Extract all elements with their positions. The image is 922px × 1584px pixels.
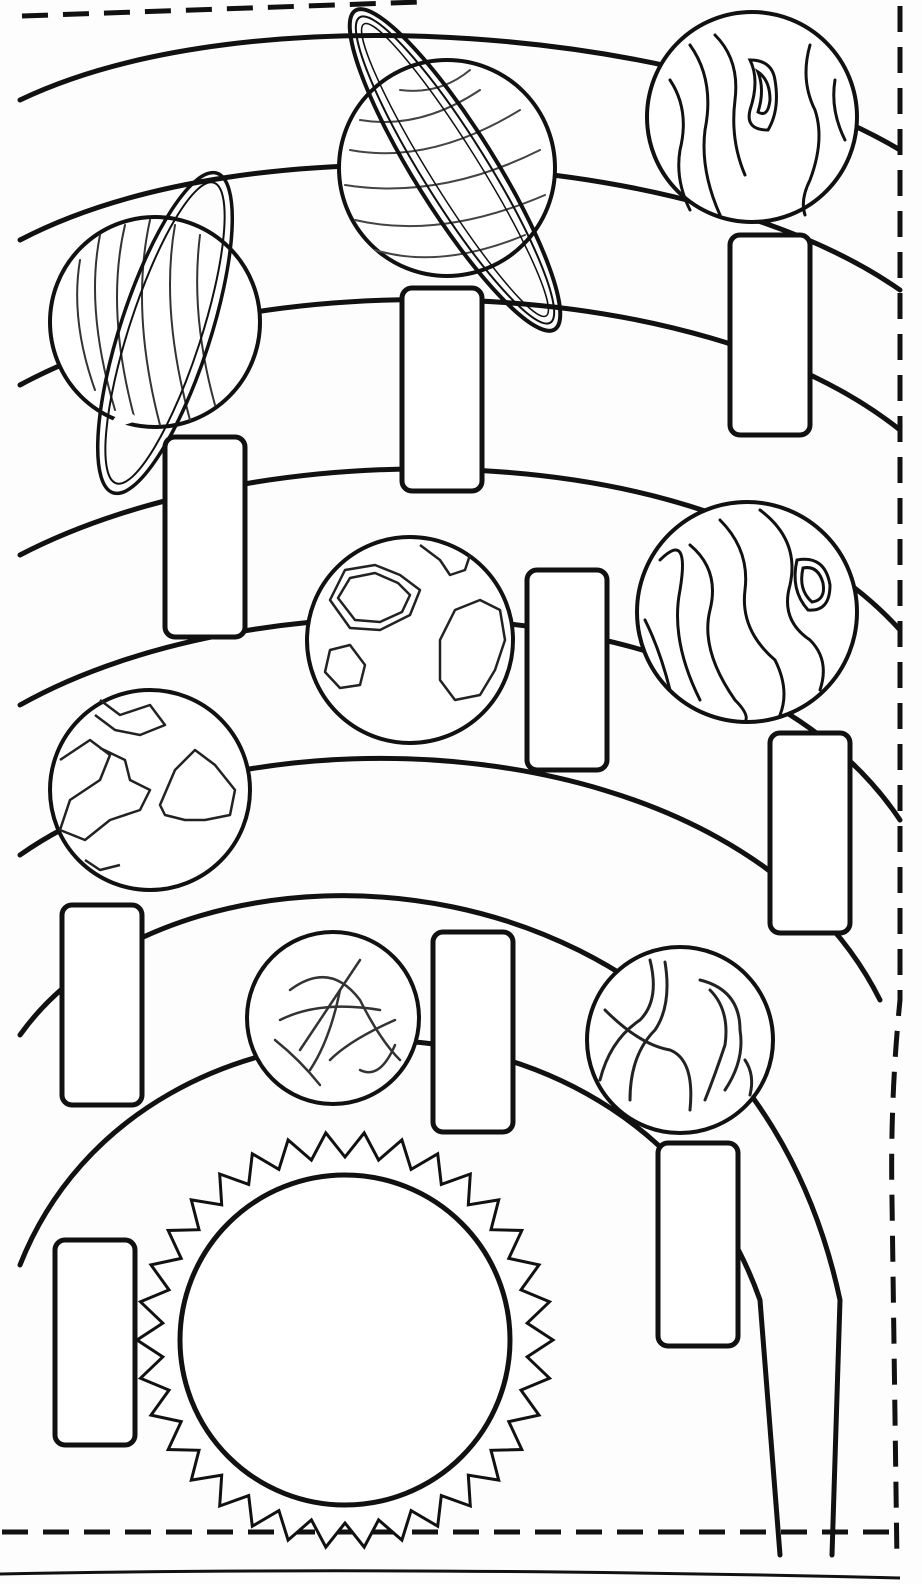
cut-line-right	[892, 6, 900, 1562]
mercury-icon	[247, 932, 419, 1104]
jupiter-label-box[interactable]	[527, 570, 607, 770]
venus-icon	[587, 947, 773, 1133]
saturn-label-box[interactable]	[165, 437, 245, 637]
venus-label-box[interactable]	[433, 932, 513, 1132]
uranus-label-box[interactable]	[402, 288, 482, 491]
jupiter-icon	[637, 502, 857, 722]
mars-icon	[307, 537, 513, 743]
sun-icon	[137, 1133, 553, 1547]
mercury-label-box[interactable]	[62, 905, 142, 1105]
sun-label-box[interactable]	[55, 1240, 135, 1445]
neptune-label-box[interactable]	[730, 235, 810, 435]
neptune-icon	[647, 12, 857, 222]
paper-edge	[0, 1571, 900, 1578]
earth-icon	[50, 690, 250, 890]
earth-label-box[interactable]	[658, 1143, 738, 1346]
mars-label-box[interactable]	[770, 733, 850, 933]
